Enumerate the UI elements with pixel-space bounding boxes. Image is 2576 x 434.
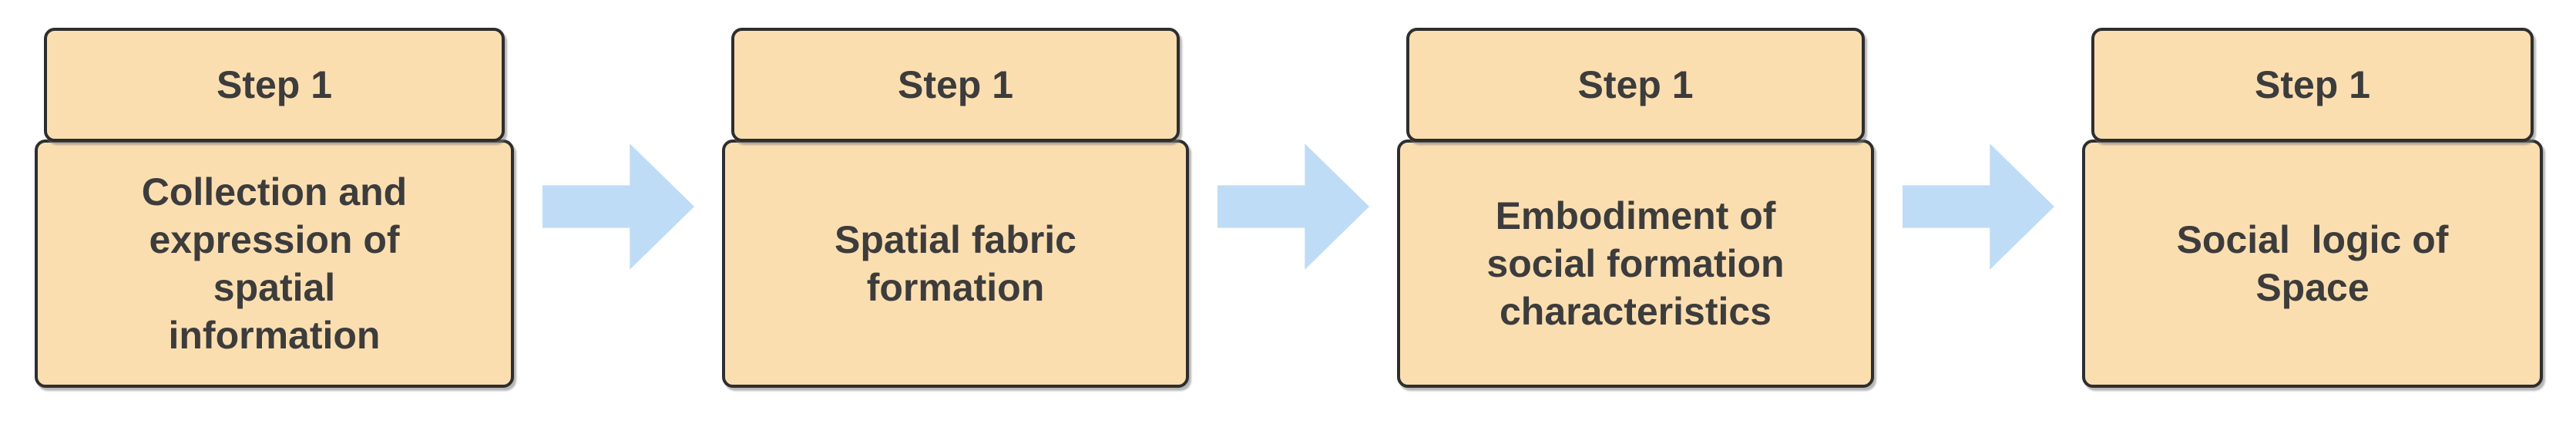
right-arrow-icon bbox=[1217, 143, 1369, 270]
connector-2 bbox=[1189, 0, 1397, 434]
step-3-body-box: Embodiment of social formation character… bbox=[1397, 140, 1874, 388]
right-margin bbox=[2543, 0, 2576, 1]
right-arrow-icon bbox=[542, 143, 694, 270]
step-group-4: Step 1 Social logic of Space bbox=[2082, 28, 2543, 388]
step-3-body-label: Embodiment of social formation character… bbox=[1486, 194, 1785, 333]
step-4-body-box: Social logic of Space bbox=[2082, 140, 2543, 388]
step-2-body-box: Spatial fabric formation bbox=[722, 140, 1189, 388]
step-4-header-box: Step 1 bbox=[2091, 28, 2534, 142]
step-2-header-label: Step 1 bbox=[897, 63, 1014, 106]
step-group-1: Step 1 Collection and expression of spat… bbox=[35, 28, 514, 388]
step-3-header-box: Step 1 bbox=[1406, 28, 1865, 142]
right-arrow-icon bbox=[1902, 143, 2054, 270]
step-2-header-box: Step 1 bbox=[731, 28, 1180, 142]
connector-1 bbox=[514, 0, 722, 434]
step-4-header-label: Step 1 bbox=[2254, 63, 2371, 106]
step-1-body-label: Collection and expression of spatial inf… bbox=[141, 170, 408, 357]
step-group-2: Step 1 Spatial fabric formation bbox=[722, 28, 1189, 388]
step-2-body-label: Spatial fabric formation bbox=[835, 218, 1076, 309]
step-3-header-label: Step 1 bbox=[1577, 63, 1694, 106]
step-1-header-box: Step 1 bbox=[44, 28, 505, 142]
connector-3 bbox=[1874, 0, 2082, 434]
step-4-body-label: Social logic of Space bbox=[2176, 218, 2449, 309]
step-1-header-label: Step 1 bbox=[216, 63, 333, 106]
left-margin bbox=[0, 0, 35, 1]
step-1-body-box: Collection and expression of spatial inf… bbox=[35, 140, 514, 388]
step-group-3: Step 1 Embodiment of social formation ch… bbox=[1397, 28, 1874, 388]
